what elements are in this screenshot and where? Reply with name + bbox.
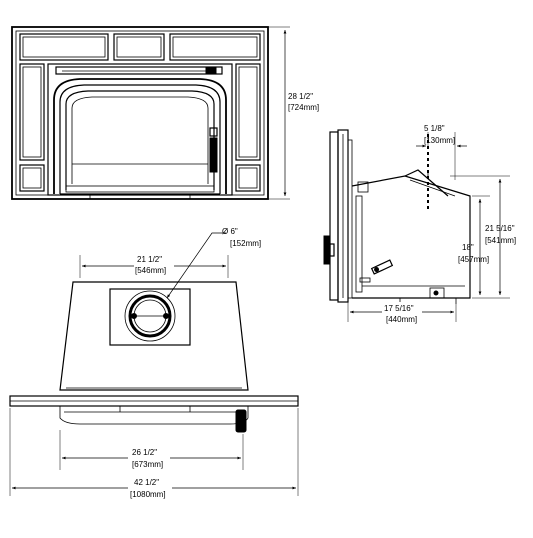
flue-collar-plate	[109, 288, 191, 346]
side-view	[323, 129, 471, 304]
flue-collar	[124, 290, 176, 342]
depth-metric: [440mm]	[386, 315, 417, 324]
side-height-dimension: 21 5/16" [541mm]	[450, 175, 516, 299]
top-view-handle	[235, 409, 247, 433]
side-height-imperial: 21 5/16"	[485, 224, 515, 233]
body-height-metric: [457mm]	[458, 255, 489, 264]
depth-dimension: 17 5/16" [440mm]	[347, 302, 457, 324]
top-view	[9, 281, 299, 433]
front-height-metric: [724mm]	[288, 103, 319, 112]
front-outer-frame	[11, 26, 269, 200]
flue-diameter-dimension: Ø 6" [152mm]	[166, 227, 261, 299]
flue-offset-imperial: 5 1/8"	[424, 124, 445, 133]
door-handle	[209, 137, 218, 173]
top-width-metric: [546mm]	[135, 266, 166, 275]
body-height-imperial: 18"	[462, 243, 474, 252]
top-center-panel	[113, 33, 165, 61]
depth-imperial: 17 5/16"	[384, 304, 414, 313]
flue-offset-dimension: 5 1/8" [130mm]	[416, 124, 467, 180]
top-view-body	[59, 281, 249, 391]
front-view	[11, 26, 269, 200]
front-height-dimension: 28 1/2" [724mm]	[268, 26, 319, 200]
front-height-imperial: 28 1/2"	[288, 92, 313, 101]
base-width-metric: [673mm]	[132, 460, 163, 469]
base-width-imperial: 26 1/2"	[132, 448, 157, 457]
door-frame	[53, 78, 227, 194]
flue-diameter-imperial: Ø 6"	[222, 227, 238, 236]
top-left-panel	[19, 33, 109, 61]
side-door-handle	[323, 235, 331, 265]
top-rail	[55, 66, 223, 75]
left-side-panel	[19, 63, 45, 161]
bottom-left-panel	[19, 164, 45, 192]
body-height-dimension: 18" [457mm]	[458, 195, 490, 295]
overall-width-imperial: 42 1/2"	[134, 478, 159, 487]
top-width-imperial: 21 1/2"	[137, 255, 162, 264]
flue-diameter-metric: [152mm]	[230, 239, 261, 248]
glass-window	[65, 90, 215, 190]
overall-width-dimension: 42 1/2" [1080mm]	[9, 408, 299, 500]
side-surround	[329, 131, 339, 301]
flue-offset-metric: [130mm]	[424, 136, 455, 145]
bottom-right-panel	[235, 164, 261, 192]
side-height-metric: [541mm]	[485, 236, 516, 245]
base-width-dimension: 26 1/2" [673mm]	[59, 430, 244, 470]
top-right-panel	[169, 33, 261, 61]
top-width-dimension: 21 1/2" [546mm]	[79, 254, 229, 278]
overall-width-metric: [1080mm]	[130, 490, 166, 499]
right-side-panel	[235, 63, 261, 161]
